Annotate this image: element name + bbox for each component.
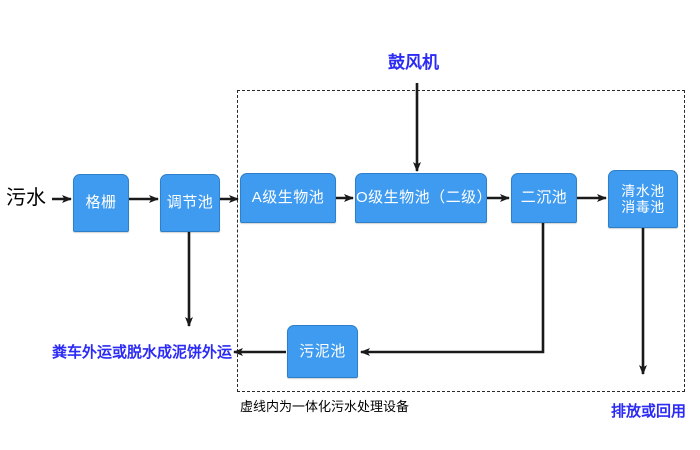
blower-label: 鼓风机 [388,53,439,72]
inlet-label: 污水 [6,187,46,209]
integrated-equipment-enclosure [237,90,685,392]
node-sludge-tank[interactable]: 污泥池 [287,325,358,378]
node-clear-water-disinfection-tank[interactable]: 清水池 消毒池 [608,170,678,228]
node-a-stage-biological-tank[interactable]: A级生物池 [240,173,336,223]
node-o-stage-biological-tank[interactable]: O级生物池（二级） [355,173,492,223]
sludge-disposal-label: 粪车外运或脱水成泥饼外运 [52,344,233,361]
node-grid[interactable]: 格栅 [73,174,129,232]
enclosure-caption: 虚线内为一体化污水处理设备 [240,399,410,414]
node-regulating-tank[interactable]: 调节池 [160,174,220,232]
node-secondary-settling-tank[interactable]: 二沉池 [511,173,577,223]
discharge-reuse-label: 排放或回用 [611,403,687,420]
